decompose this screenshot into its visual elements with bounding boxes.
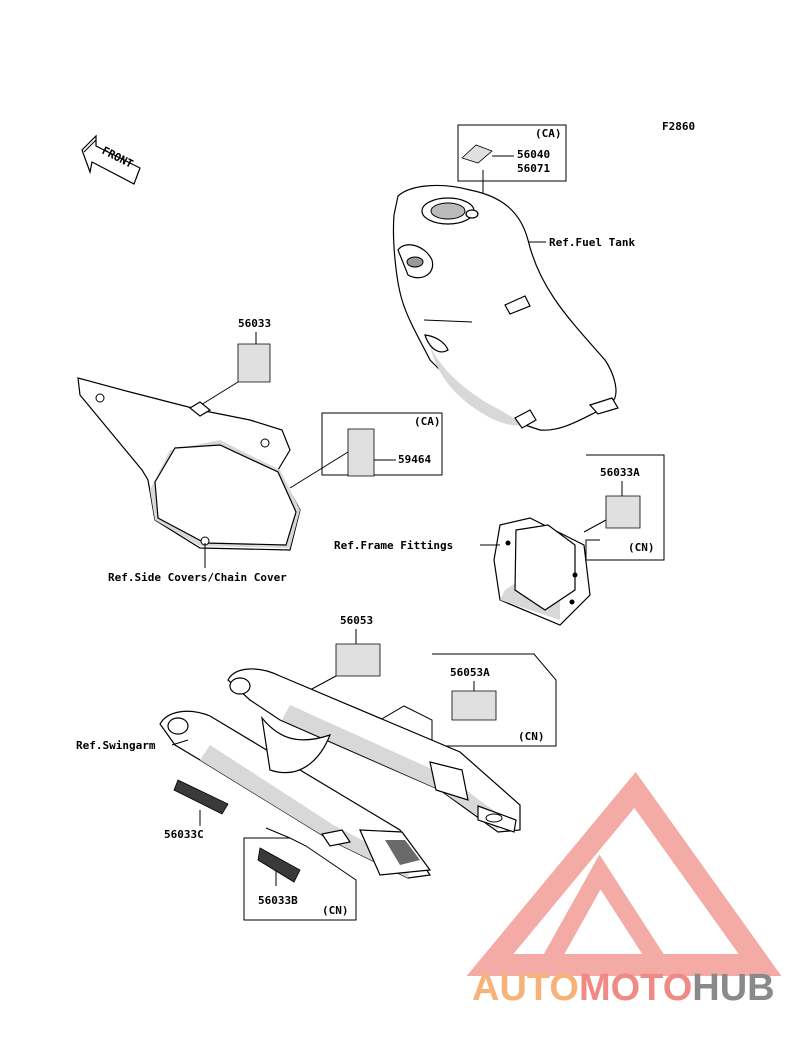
automotohub-logo-icon bbox=[466, 771, 782, 976]
decal-56053A-icon bbox=[451, 690, 497, 721]
watermark-hub: HUB bbox=[692, 967, 774, 1009]
decal-56053-icon bbox=[335, 643, 381, 677]
watermark-text: AUTOMOTOHUB bbox=[472, 967, 775, 1009]
decal-56033B-icon bbox=[257, 847, 301, 883]
side-cover-illustration bbox=[77, 377, 301, 568]
frame-fitting-illustration bbox=[480, 517, 591, 626]
decal-56033C-icon bbox=[173, 779, 229, 815]
decal-59464-icon bbox=[347, 428, 375, 477]
part-56033C: 56033C bbox=[164, 828, 204, 841]
diagram-code: F2860 bbox=[662, 120, 695, 133]
fuel-ca-label: (CA) bbox=[535, 127, 562, 140]
swingarm-illustration bbox=[159, 668, 521, 879]
part-56053A: 56053A bbox=[450, 666, 490, 679]
part-56071: 56071 bbox=[517, 162, 550, 175]
part-59464: 59464 bbox=[398, 453, 431, 466]
swing-cn-label: (CN) bbox=[518, 730, 545, 743]
ref-side-covers: Ref.Side Covers/Chain Cover bbox=[108, 571, 287, 584]
front-arrow-icon: FRONT bbox=[81, 134, 141, 185]
decal-56033-icon bbox=[237, 343, 271, 383]
frame-fittings-callout-box: 56033A (CN) bbox=[583, 454, 665, 561]
fuel-tank-illustration bbox=[392, 184, 619, 431]
part-56053: 56053 bbox=[340, 614, 373, 627]
watermark-auto: AUTO bbox=[472, 967, 579, 1009]
part-56033: 56033 bbox=[238, 317, 271, 330]
decal-56040-icon bbox=[461, 144, 493, 164]
ref-fuel-tank: Ref.Fuel Tank bbox=[549, 236, 635, 249]
bottom-cn-label: (CN) bbox=[322, 904, 349, 917]
side-cover-callout-box: (CA) 59464 bbox=[289, 412, 443, 489]
part-56033B: 56033B bbox=[258, 894, 298, 907]
decal-56033A-icon bbox=[605, 495, 641, 529]
part-56040: 56040 bbox=[517, 148, 550, 161]
swingarm-lower-callout-box: 56033B (CN) bbox=[243, 827, 357, 921]
watermark-moto: MOTO bbox=[579, 967, 692, 1009]
swingarm-callout-box: 56053A (CN) bbox=[379, 653, 557, 747]
ref-swingarm: Ref.Swingarm bbox=[76, 739, 156, 752]
side-ca-label: (CA) bbox=[414, 415, 441, 428]
frame-cn-label: (CN) bbox=[628, 541, 655, 554]
part-56033A: 56033A bbox=[600, 466, 640, 479]
ref-frame-fittings: Ref.Frame Fittings bbox=[334, 539, 453, 552]
